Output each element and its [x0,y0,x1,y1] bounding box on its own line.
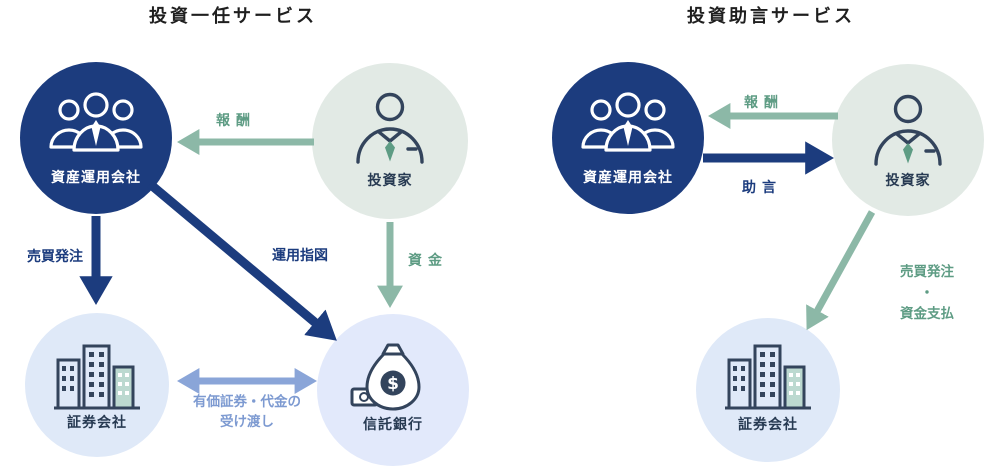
securities-delivery-line2: 受け渡し [220,414,274,430]
funds-label: 資金 [408,253,448,269]
buildings-icon [54,344,140,410]
money-bag-icon: $ [350,343,421,411]
securities-delivery-line1: 有価証券・代金の [193,394,301,410]
order-payment-line2: ・ [920,285,934,301]
buildings-icon [725,344,811,410]
dollar-symbol: $ [387,374,399,394]
compensation-label-left: 報酬 [216,113,256,129]
order-payment-line3: 資金支払 [900,306,954,322]
trade-orders-label: 売買発注 [27,249,83,265]
node-securities-firm-left [25,313,169,457]
dollar-badge [380,370,406,396]
securities-firm-label-right: 証券会社 [738,417,798,433]
advice-label: 助言 [742,180,782,196]
investor-label-left: 投資家 [367,173,413,189]
securities-firm-label-left: 証券会社 [67,415,127,431]
compensation-label-right: 報酬 [744,95,784,111]
title-advisory-service: 投資助言サービス [687,6,855,27]
investor-icon [874,94,942,166]
management-instructions-label: 運用指図 [272,248,328,264]
investor-icon [356,92,424,164]
arrow-management-instructions [147,180,337,341]
asset-manager-label-left: 資産運用会社 [51,170,141,186]
order-payment-label: 売買発注 ・ 資金支払 [877,262,977,325]
node-securities-firm-right [696,318,840,462]
asset-manager-label-right: 資産運用会社 [583,170,673,186]
trust-bank-label: 信託銀行 [363,417,423,433]
people-group-icon [581,92,675,152]
securities-delivery-label: 有価証券・代金の 受け渡し [177,392,317,432]
arrow-order-payment [806,210,876,331]
people-group-icon [49,92,143,152]
investor-label-right: 投資家 [885,173,931,189]
title-discretionary-service: 投資一任サービス [149,6,317,27]
node-investor-right [832,64,984,216]
order-payment-line1: 売買発注 [900,264,954,280]
